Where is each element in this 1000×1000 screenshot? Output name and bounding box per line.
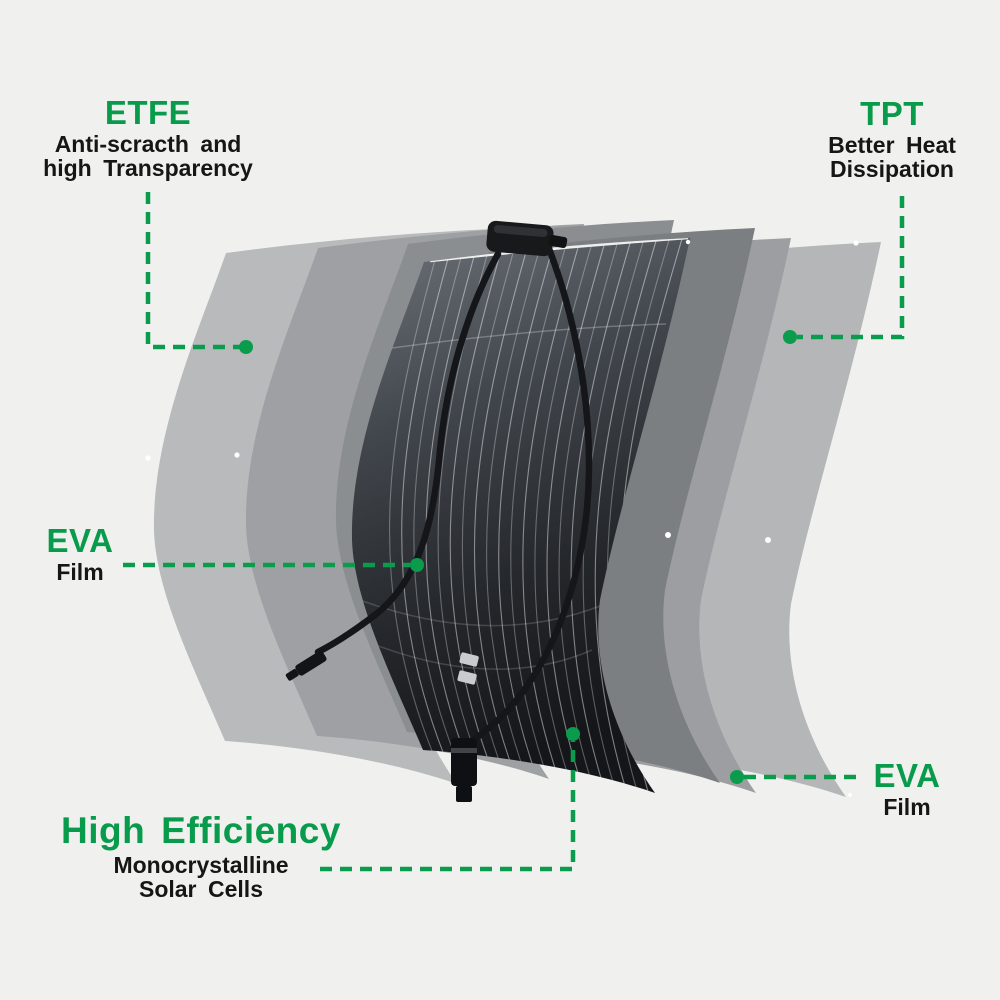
mc4-connector-left — [285, 650, 327, 681]
leader-etfe — [145, 192, 240, 350]
label-eva-left: EVA Film — [47, 522, 114, 584]
leader-dots — [239, 330, 797, 784]
dot-tpt — [783, 330, 797, 344]
output-cables — [314, 242, 593, 752]
label-tpt: TPT Better Heat Dissipation — [828, 95, 956, 181]
tpt-line2: Dissipation — [830, 156, 954, 183]
tpt-title: TPT — [860, 95, 924, 132]
etfe-line1: Anti-scracth and — [54, 130, 242, 157]
mounting-holes — [145, 239, 859, 797]
eva-left-line1: Film — [56, 558, 104, 585]
mc4-connector-bottom — [451, 738, 477, 802]
high-efficiency-line2: Solar Cells — [138, 875, 263, 902]
eva-right-line1: Film — [883, 793, 931, 820]
dot-etfe — [239, 340, 253, 354]
cable-tape-labels — [457, 652, 479, 685]
etfe-title: ETFE — [104, 94, 192, 131]
leader-high-efficiency — [320, 741, 576, 872]
junction-box — [486, 220, 554, 257]
label-eva-right: EVA Film — [874, 757, 941, 819]
eva-left-title: EVA — [46, 522, 114, 559]
leader-tpt — [797, 196, 905, 340]
tpt-line1: Better Heat — [828, 131, 956, 158]
dot-eva-left — [410, 558, 424, 572]
high-efficiency-title: High Efficiency — [61, 810, 341, 851]
solar-cells-panel — [351, 238, 690, 793]
etfe-line2: high Transparency — [43, 155, 253, 182]
label-etfe: ETFE Anti-scracth and high Transparency — [43, 94, 253, 180]
cable-right — [461, 242, 593, 752]
label-high-efficiency: High Efficiency Monocrystalline Solar Ce… — [61, 810, 341, 901]
dot-eva-right — [730, 770, 744, 784]
dot-high-efficiency — [566, 727, 580, 741]
cable-left — [314, 250, 502, 656]
eva-right-title: EVA — [873, 757, 941, 794]
high-efficiency-line1: Monocrystalline — [113, 851, 289, 878]
junction-box-outlet — [548, 234, 568, 248]
leader-lines — [123, 192, 905, 872]
